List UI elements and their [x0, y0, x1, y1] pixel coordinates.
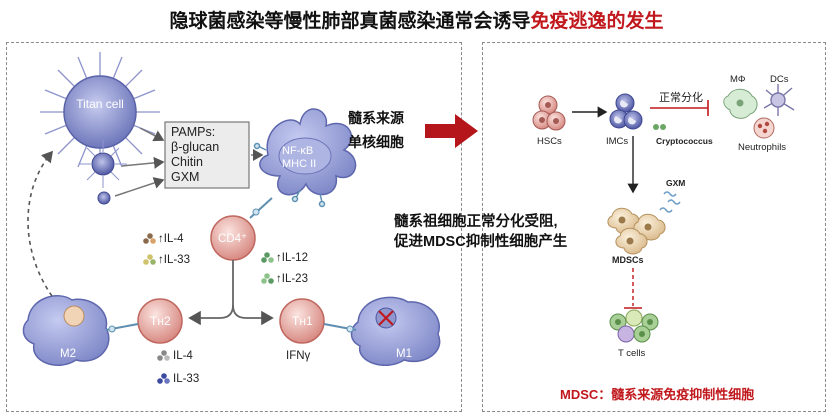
cytokine-dots-right: [261, 252, 274, 284]
mdsc-definition: MDSC：髓系来源免疫抑制性细胞: [560, 387, 755, 402]
synapse-stud: [252, 208, 260, 216]
gxm-label: GXM: [666, 178, 686, 188]
il33-up-label: ↑IL-33: [158, 254, 190, 266]
mdscs-cells: [607, 207, 666, 255]
t-cells: [609, 309, 659, 343]
nfkb-label: NF-κB: [282, 145, 314, 157]
macrophage-cell: [723, 88, 758, 119]
cytokine-dots-left: [143, 233, 156, 265]
th1-cell: [279, 298, 325, 344]
myeloid-monocyte-line1: 髓系来源: [348, 110, 404, 126]
normal-diff-label: 正常分化: [659, 92, 703, 104]
hscs-label: HSCs: [537, 136, 562, 147]
caption-line1: 髓系祖细胞正常分化受阻,: [394, 214, 558, 230]
pamps-gxm: GXM: [171, 170, 200, 184]
dendritic-cell: [763, 84, 795, 116]
m2-label: M2: [60, 348, 76, 360]
mdscs-label: MDSCs: [612, 255, 644, 265]
m1-label: M1: [396, 348, 412, 360]
il12-up-label: ↑IL-12: [276, 252, 308, 264]
mhc-label: MHC II: [282, 158, 317, 170]
m1-macrophage: [350, 296, 441, 367]
tcells-label: T cells: [618, 348, 646, 359]
cryptococcus-label: Cryptococcus: [656, 136, 713, 146]
neutrophils-label: Neutrophils: [738, 142, 787, 153]
ifn-gamma-label: IFNγ: [286, 350, 311, 362]
imcs-label: IMCs: [606, 136, 629, 147]
il33-label: IL-33: [173, 373, 200, 385]
transition-arrow: [425, 114, 478, 148]
caption-line2: 促进MDSC抑制性细胞产生: [394, 234, 568, 250]
gxm-glyphs: [659, 191, 681, 213]
m2-macrophage: [22, 295, 110, 366]
imcs-cells: [609, 93, 643, 130]
th1-label: Tн1: [292, 314, 313, 328]
myeloid-monocyte-line2: 单核细胞: [348, 134, 404, 150]
pamps-box: [164, 121, 250, 189]
cd4-label: CD4⁺: [218, 233, 248, 245]
small-yeast-cell: [79, 140, 127, 188]
receptor-cell: [253, 108, 357, 208]
pamps-title: PAMPs:: [171, 125, 216, 139]
cryptococcus-dots: [653, 124, 666, 130]
il4-up-label: ↑IL-4: [158, 233, 184, 245]
dcs-label: DCs: [770, 74, 789, 85]
left-panel: [6, 42, 462, 412]
pamps-chitin: Chitin: [171, 155, 203, 169]
page-title: 隐球菌感染等慢性肺部真菌感染通常会诱导免疫逃逸的发生: [169, 11, 664, 32]
titan-cell: [40, 52, 160, 172]
mphi-label: MΦ: [730, 74, 746, 85]
cross-mark-icon: [378, 310, 394, 326]
tiny-yeast-cell: [97, 191, 111, 205]
il4-label: IL-4: [173, 350, 193, 362]
pamps-beta-glucan: β-glucan: [171, 140, 220, 154]
cytokine-dots-bottom: [157, 350, 170, 384]
th2-label: Tн2: [150, 314, 171, 328]
feedback-arrow: [27, 150, 54, 297]
neutrophil-cell: [753, 117, 775, 139]
right-panel: [482, 42, 826, 412]
th2-cell: [137, 298, 183, 344]
titan-cell-label: Titan cell: [76, 97, 124, 111]
hscs-cells: [532, 95, 566, 131]
il23-up-label: ↑IL-23: [276, 273, 308, 285]
